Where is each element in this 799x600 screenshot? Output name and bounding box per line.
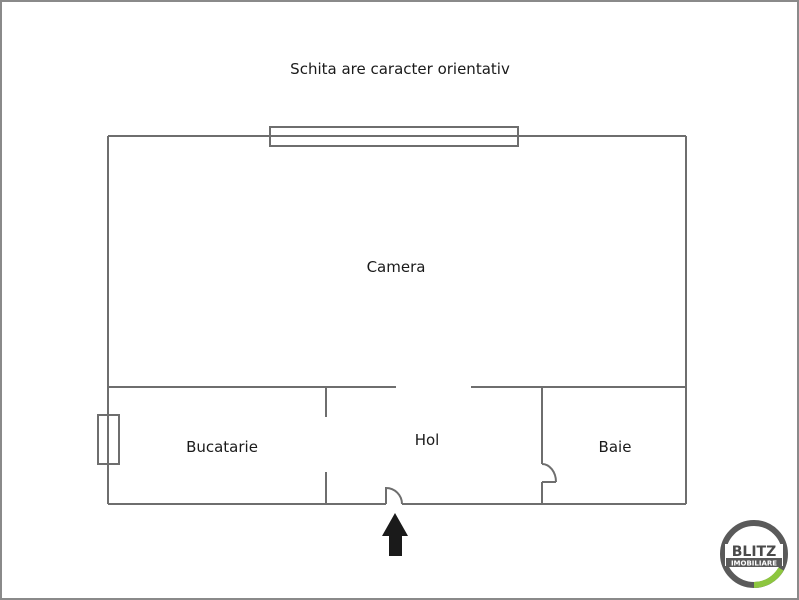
logo-text-imobiliare: IMOBILIARE (731, 560, 777, 568)
plan-title: Schita are caracter orientativ (290, 60, 510, 78)
baie-door-swing (541, 463, 557, 483)
room-label-bucatarie: Bucatarie (186, 438, 258, 456)
room-label-camera: Camera (366, 258, 426, 276)
entrance-door-swing (385, 486, 403, 505)
entrance-arrow-icon (382, 513, 408, 556)
logo-text-blitz: BLITZ (732, 544, 777, 560)
room-label-hol: Hol (414, 431, 440, 449)
room-label-baie: Baie (598, 438, 632, 456)
hol-baie-wall (541, 387, 556, 504)
blitz-imobiliare-logo: BLITZ IMOBILIARE (720, 520, 788, 588)
